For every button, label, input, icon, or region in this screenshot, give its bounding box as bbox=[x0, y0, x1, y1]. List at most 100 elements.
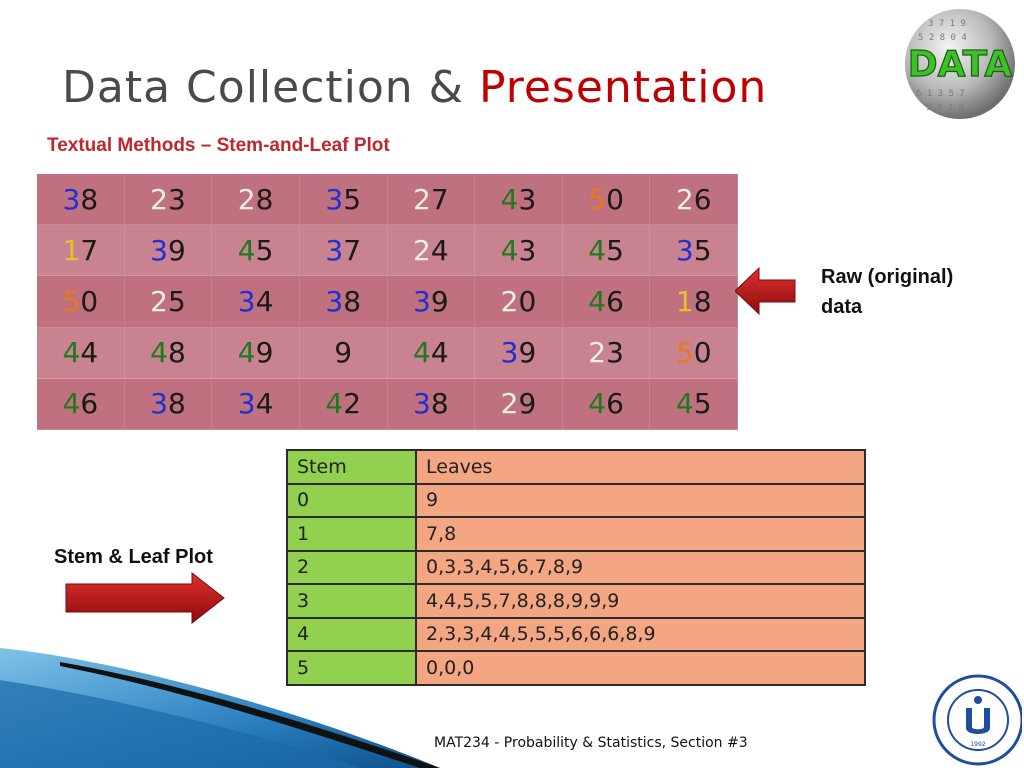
seal-year: 1992 bbox=[970, 741, 985, 748]
raw-data-units-digit: 5 bbox=[693, 387, 712, 421]
raw-data-units-digit: 6 bbox=[693, 182, 712, 216]
stem-leaf-label: Stem & Leaf Plot bbox=[54, 546, 213, 568]
raw-data-tens-digit: 5 bbox=[675, 336, 694, 370]
raw-data-units-digit: 9 bbox=[518, 336, 537, 370]
leaves-header: Leaves bbox=[415, 449, 866, 485]
raw-data-tens-digit: 3 bbox=[150, 233, 168, 267]
raw-data-units-digit: 4 bbox=[255, 387, 274, 421]
raw-data-units-digit: 8 bbox=[343, 284, 362, 318]
raw-data-units-digit: 8 bbox=[80, 182, 99, 216]
raw-data-label: Raw (original) data bbox=[821, 262, 953, 322]
raw-data-units-digit: 0 bbox=[518, 284, 537, 318]
raw-data-tens-digit: 4 bbox=[150, 336, 168, 370]
raw-data-tens-digit: 3 bbox=[412, 284, 431, 318]
raw-data-units-digit: 0 bbox=[606, 182, 624, 216]
leaves-cell: 9 bbox=[415, 482, 866, 518]
raw-data-units-digit: 7 bbox=[80, 233, 99, 267]
raw-data-tens-digit: 5 bbox=[62, 284, 81, 318]
raw-data-tens-digit: 3 bbox=[412, 387, 431, 421]
raw-data-tens-digit: 4 bbox=[675, 387, 694, 421]
raw-data-tens-digit: 4 bbox=[62, 336, 81, 370]
raw-data-units-digit: 3 bbox=[518, 182, 537, 216]
raw-data-tens-digit: 4 bbox=[237, 336, 256, 370]
raw-data-units-digit: 7 bbox=[343, 233, 362, 267]
raw-data-units-digit: 4 bbox=[430, 336, 449, 370]
raw-data-cell: 9 bbox=[299, 327, 388, 379]
raw-data-tens-digit: 4 bbox=[588, 387, 607, 421]
leaves-cell: 4,4,5,5,7,8,8,8,9,9,9 bbox=[415, 583, 866, 619]
slide-title-main: Data Collection & bbox=[62, 62, 479, 113]
raw-data-tens-digit: 3 bbox=[500, 336, 519, 370]
raw-data-units-digit: 6 bbox=[606, 387, 624, 421]
raw-data-units-digit: 6 bbox=[606, 284, 624, 318]
raw-data-units-digit: 5 bbox=[167, 284, 186, 318]
leaves-cell: 0,3,3,4,5,6,7,8,9 bbox=[415, 549, 866, 585]
raw-data-tens-digit: 2 bbox=[500, 284, 519, 318]
arrow-left-icon bbox=[735, 266, 796, 316]
svg-text:5 2 8 0 4: 5 2 8 0 4 bbox=[918, 33, 967, 43]
raw-data-label-line2: data bbox=[821, 296, 863, 318]
raw-data-tens-digit: 3 bbox=[325, 233, 344, 267]
raw-data-tens-digit: 2 bbox=[150, 182, 168, 216]
raw-data-label-line1: Raw (original) bbox=[821, 266, 954, 288]
raw-data-tens-digit: 1 bbox=[62, 233, 81, 267]
raw-data-tens-digit: 2 bbox=[412, 233, 431, 267]
raw-data-units-digit: 2 bbox=[343, 387, 362, 421]
arrow-right-icon bbox=[65, 572, 225, 624]
stem-header: Stem bbox=[286, 449, 417, 485]
raw-data-tens-digit: 2 bbox=[150, 284, 168, 318]
leaves-cell: 0,0,0 bbox=[415, 650, 866, 686]
raw-data-units-digit: 8 bbox=[255, 182, 274, 216]
raw-data-units-digit: 8 bbox=[693, 284, 712, 318]
svg-text:3 7 1 9: 3 7 1 9 bbox=[928, 19, 966, 29]
raw-data-units-digit: 7 bbox=[430, 182, 449, 216]
raw-data-tens-digit: 4 bbox=[325, 387, 344, 421]
data-logo-text: DATA bbox=[908, 44, 1013, 85]
raw-data-units-digit: 3 bbox=[167, 182, 186, 216]
raw-data-units-digit: 3 bbox=[606, 336, 624, 370]
stem-cell: 0 bbox=[286, 482, 417, 518]
raw-data-tens-digit: 3 bbox=[675, 233, 694, 267]
raw-data-units-digit: 9 bbox=[167, 233, 186, 267]
raw-data-units-digit: 5 bbox=[693, 233, 712, 267]
stem-cell: 2 bbox=[286, 549, 417, 585]
raw-data-tens-digit: 2 bbox=[412, 182, 431, 216]
raw-data-tens-digit: 4 bbox=[500, 182, 519, 216]
raw-data-units-digit: 9 bbox=[430, 284, 449, 318]
raw-data-units-digit: 8 bbox=[430, 387, 449, 421]
raw-data-tens-digit: 4 bbox=[588, 284, 607, 318]
raw-data-tens-digit: 4 bbox=[412, 336, 431, 370]
stem-cell: 1 bbox=[286, 516, 417, 552]
